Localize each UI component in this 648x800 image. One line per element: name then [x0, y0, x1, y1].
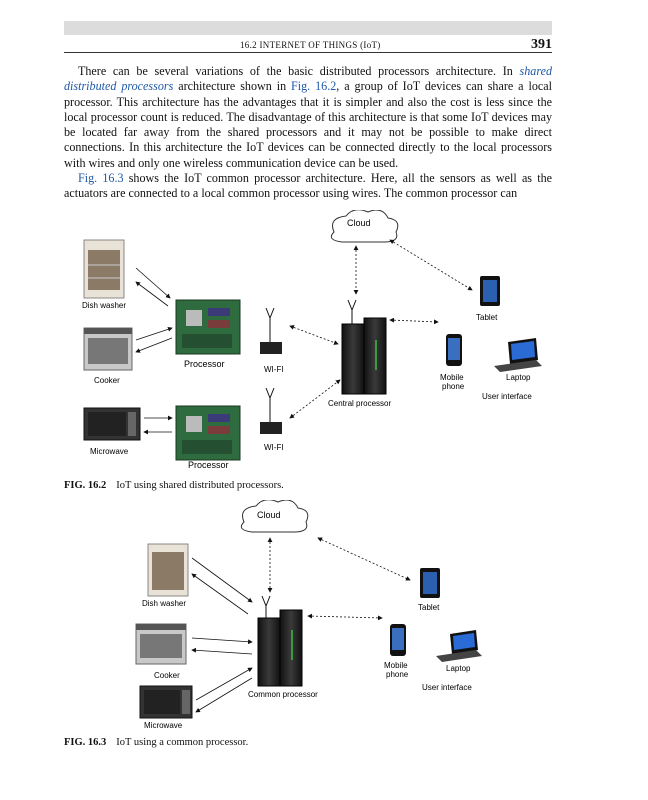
- p1-text-b: architecture shown in: [173, 79, 292, 94]
- tablet-icon: [420, 568, 440, 598]
- page-number: 391: [531, 37, 552, 52]
- cloud-icon: [240, 499, 309, 533]
- p1-emphasis: shared distributed processors: [64, 64, 552, 94]
- wifi-module-1-icon: [260, 307, 282, 354]
- cooker-image: [83, 327, 133, 371]
- processor-board-1-image: [175, 299, 241, 355]
- processor-1-label: Processor: [184, 359, 225, 369]
- paragraph-1: There can be several variations of the b…: [64, 64, 552, 171]
- tablet-icon: [480, 276, 500, 306]
- dish-washer-label: Dish washer: [82, 301, 126, 310]
- microwave-image: [83, 407, 141, 441]
- p1-text-a: There can be several variations of the b…: [78, 64, 520, 78]
- wifi-1-label: WI-FI: [264, 365, 284, 374]
- mobile-label-2: phone: [442, 382, 465, 391]
- fig-16-3-link[interactable]: Fig. 16.3: [78, 171, 124, 186]
- running-head: 16.2 INTERNET OF THINGS (IoT): [240, 40, 381, 50]
- tablet-label: Tablet: [418, 603, 440, 612]
- fig-16-3-number: FIG. 16.3: [64, 737, 107, 748]
- cooker-label: Cooker: [94, 376, 120, 385]
- cloud-label: Cloud: [347, 218, 371, 228]
- wireless-links: [267, 537, 411, 621]
- central-processor-label: Central processor: [328, 399, 391, 408]
- common-processor-label: Common processor: [248, 690, 318, 699]
- cloud-icon: [330, 209, 399, 243]
- header-rule: [64, 52, 552, 53]
- laptop-icon: [436, 630, 482, 662]
- laptop-label: Laptop: [506, 373, 531, 382]
- fig-16-3-caption-text: IoT using a common processor.: [116, 737, 249, 748]
- fig-16-2-caption-text: IoT using shared distributed processors.: [116, 480, 284, 491]
- mobile-phone-icon: [390, 624, 406, 656]
- fig-16-3-caption: FIG. 16.3 IoT using a common processor.: [64, 737, 248, 748]
- figure-16-3: Cloud Dish washer Cooker Microwave Commo…: [64, 499, 554, 732]
- p2-text: shows the IoT common processor architect…: [64, 171, 552, 201]
- p1-text-c: , a group of IoT devices can share a loc…: [64, 79, 552, 170]
- paragraph-2: Fig. 16.3 shows the IoT common processor…: [64, 171, 552, 202]
- processor-board-2-image: [175, 405, 241, 461]
- mobile-phone-icon: [446, 334, 462, 366]
- body-text: There can be several variations of the b…: [64, 64, 552, 202]
- header-bar: [64, 21, 552, 35]
- cooker-label: Cooker: [154, 671, 180, 680]
- cloud-label: Cloud: [257, 510, 281, 520]
- dish-washer-label: Dish washer: [142, 599, 186, 608]
- laptop-icon: [494, 338, 542, 372]
- wifi-module-2-icon: [260, 387, 282, 434]
- microwave-image: [139, 685, 193, 719]
- tablet-label: Tablet: [476, 313, 498, 322]
- wireless-links: [289, 239, 473, 419]
- wifi-2-label: WI-FI: [264, 443, 284, 452]
- fig-16-2-number: FIG. 16.2: [64, 480, 107, 491]
- dish-washer-image: [83, 239, 125, 299]
- fig-16-2-caption: FIG. 16.2 IoT using shared distributed pr…: [64, 480, 284, 491]
- central-processor-image: [341, 299, 387, 395]
- figure-16-2-diagram: Cloud Dish washer Cooker Microwave: [82, 209, 542, 470]
- mobile-label-2: phone: [386, 670, 409, 679]
- user-interface-label: User interface: [422, 683, 472, 692]
- microwave-label: Microwave: [144, 721, 183, 730]
- connection-lines: [135, 267, 173, 435]
- processor-2-label: Processor: [188, 460, 229, 470]
- user-interface-label: User interface: [482, 392, 532, 401]
- common-processor-image: [257, 595, 303, 687]
- dish-washer-image: [147, 543, 189, 597]
- mobile-label-1: Mobile: [384, 661, 408, 670]
- fig-16-2-link[interactable]: Fig. 16.2: [291, 79, 337, 94]
- mobile-label-1: Mobile: [440, 373, 464, 382]
- laptop-label: Laptop: [446, 664, 471, 673]
- cooker-image: [135, 623, 187, 665]
- figure-16-2: Cloud Dish washer Cooker Microwave: [64, 209, 554, 472]
- figure-16-3-diagram: Cloud Dish washer Cooker Microwave Commo…: [135, 499, 482, 730]
- connection-lines: [191, 557, 253, 713]
- microwave-label: Microwave: [90, 447, 129, 456]
